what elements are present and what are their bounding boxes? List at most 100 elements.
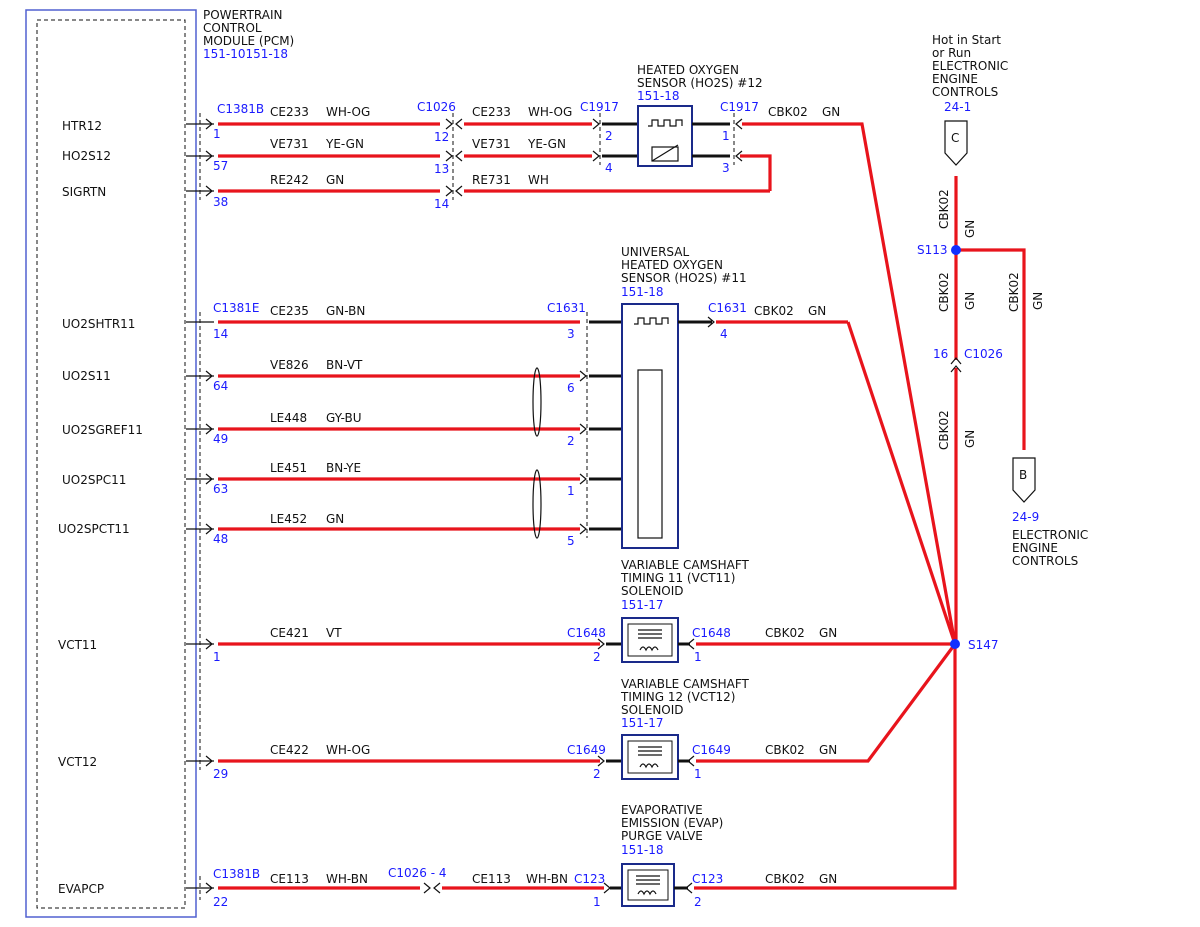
- circuit-label: RE731: [472, 173, 511, 187]
- vct12-solenoid-box[interactable]: [621, 734, 679, 780]
- color-label: GN: [326, 173, 344, 187]
- pcm-pin-uo2spct11: UO2SPCT11: [58, 522, 130, 536]
- pcm-pin-evapcp: EVAPCP: [58, 882, 104, 896]
- color-label: GN-BN: [326, 304, 365, 318]
- ho2s12-title: SENSOR (HO2S) #12: [637, 76, 763, 90]
- pin-num: 1: [694, 767, 702, 781]
- pcm-pin-ho2s12: HO2S12: [62, 149, 111, 163]
- color-label: YE-GN: [325, 137, 364, 151]
- color-label: GN: [819, 626, 837, 640]
- pin-num: 1: [213, 650, 221, 664]
- pin-num: 57: [213, 159, 228, 173]
- evap-purge-valve-box[interactable]: [621, 863, 675, 907]
- s113-label[interactable]: S113: [917, 243, 948, 257]
- c123-right-label[interactable]: C123: [692, 872, 723, 886]
- color-label: YE-GN: [527, 137, 566, 151]
- ho2s11-title: UNIVERSAL: [621, 245, 689, 259]
- c1648-right-label[interactable]: C1648: [692, 626, 731, 640]
- evap-circuit: C1381B 22 CE113 WH-BN C1026 - 4 CE113 WH…: [186, 644, 957, 909]
- power-c-title: Hot in Start: [932, 33, 1001, 47]
- pin-num: 63: [213, 482, 228, 496]
- vct11-ref[interactable]: 151-17: [621, 598, 664, 612]
- wire-cbk02-branch[interactable]: [956, 248, 1026, 450]
- pin-num: 4: [605, 161, 613, 175]
- wire-cbk02-ho2s11-diag[interactable]: [846, 321, 957, 645]
- pcm-title-3: MODULE (PCM): [203, 34, 294, 48]
- ho2s11-ref[interactable]: 151-18: [621, 285, 664, 299]
- c1648-left-label[interactable]: C1648: [567, 626, 606, 640]
- vct12-ref[interactable]: 151-17: [621, 716, 664, 730]
- c1649-right-label[interactable]: C1649: [692, 743, 731, 757]
- circuit-label: CE113: [270, 872, 309, 886]
- c1917-left-label[interactable]: C1917: [580, 100, 619, 114]
- ho2s11-sensor-box[interactable]: [621, 303, 679, 549]
- ho2s11-title: HEATED OXYGEN: [621, 258, 723, 272]
- c1026-label[interactable]: C1026: [417, 100, 456, 114]
- color-label: GN: [822, 105, 840, 119]
- pcm-title-2: CONTROL: [203, 21, 262, 35]
- wire-cbk02-evap[interactable]: [694, 644, 957, 890]
- color-label: WH-BN: [326, 872, 368, 886]
- splice-s113[interactable]: [951, 245, 961, 255]
- pin-num: 6: [567, 381, 575, 395]
- ho2s12-circuit: C1381B 1 57 38 CE233 WH-OG VE731 YE-GN R…: [186, 63, 957, 645]
- pin-num: 1: [567, 484, 575, 498]
- solenoid-coil-icon: [638, 629, 662, 639]
- vct11-solenoid-box[interactable]: [621, 617, 679, 663]
- pin-num: 2: [593, 767, 601, 781]
- pin-num: 2: [593, 650, 601, 664]
- splice-s147[interactable]: [950, 639, 960, 649]
- circuit-label: CE422: [270, 743, 309, 757]
- vct12-title: VARIABLE CAMSHAFT: [621, 677, 750, 691]
- pcm-ref[interactable]: 151-10151-18: [203, 47, 288, 61]
- s147-label[interactable]: S147: [968, 638, 999, 652]
- ho2s11-circuit: C1381E 14 64 49 63 48 CE235 GN-BN VE826 …: [186, 245, 957, 645]
- solenoid-coil-icon: [638, 746, 662, 756]
- color-label: WH-OG: [326, 743, 370, 757]
- wire-cbk02-vct12[interactable]: [696, 643, 957, 763]
- pcm-pin-sigrtn: SIGRTN: [62, 185, 106, 199]
- ho2s12-ref[interactable]: 151-18: [637, 89, 680, 103]
- color-label: WH-OG: [326, 105, 370, 119]
- power-b-ref[interactable]: 24-9: [1012, 510, 1039, 524]
- circuit-label: LE452: [270, 512, 307, 526]
- wire-sigrtn-loop[interactable]: [740, 154, 772, 191]
- c1917-right-label[interactable]: C1917: [720, 100, 759, 114]
- c1381e-label[interactable]: C1381E: [213, 301, 260, 315]
- circuit-label: CE233: [472, 105, 511, 119]
- c1631-right-label[interactable]: C1631: [708, 301, 747, 315]
- power-c-ref[interactable]: 24-1: [944, 100, 971, 114]
- color-label: VT: [326, 626, 342, 640]
- pcm-pin-uo2s11: UO2S11: [62, 369, 111, 383]
- c1631-left-label[interactable]: C1631: [547, 301, 586, 315]
- ho2s12-title: HEATED OXYGEN: [637, 63, 739, 77]
- circuit-label: CBK02: [765, 872, 805, 886]
- ho2s12-sensor-box[interactable]: [637, 105, 693, 167]
- c1026-vert-label[interactable]: C1026: [964, 347, 1003, 361]
- vct12-circuit: 29 CE422 WH-OG C1649 2 C1649 1 CBK02 GN …: [186, 643, 957, 781]
- pcm-module: POWERTRAIN CONTROL MODULE (PCM) 151-1015…: [25, 8, 294, 918]
- circuit-label: CE233: [270, 105, 309, 119]
- pin-num: 13: [434, 162, 449, 176]
- color-label: WH-BN: [526, 872, 568, 886]
- circuit-label: CBK02: [754, 304, 794, 318]
- color-label: WH: [528, 173, 549, 187]
- c1649-left-label[interactable]: C1649: [567, 743, 606, 757]
- c1381b-bottom-label[interactable]: C1381B: [213, 867, 260, 881]
- c1026-4-label[interactable]: C1026 - 4: [388, 866, 447, 880]
- color-label: GN: [963, 430, 977, 448]
- evap-ref[interactable]: 151-18: [621, 843, 664, 857]
- c1381b-top-label[interactable]: C1381B: [217, 102, 264, 116]
- color-label: GN: [819, 872, 837, 886]
- evap-title: EVAPORATIVE: [621, 803, 703, 817]
- power-c-title: or Run: [932, 46, 971, 60]
- pcm-inner-dashed-box: [36, 19, 186, 909]
- pin-num: 16: [933, 347, 948, 361]
- circuit-label: VE731: [472, 137, 511, 151]
- page-connector-b-icon[interactable]: [1012, 457, 1036, 503]
- wire-cbk02-ho2s12[interactable]: [742, 122, 957, 645]
- c123-left-label[interactable]: C123: [574, 872, 605, 886]
- page-connector-c-letter: C: [951, 131, 959, 145]
- page-connector-c-icon[interactable]: [944, 120, 968, 166]
- power-b-title: ENGINE: [1012, 541, 1058, 555]
